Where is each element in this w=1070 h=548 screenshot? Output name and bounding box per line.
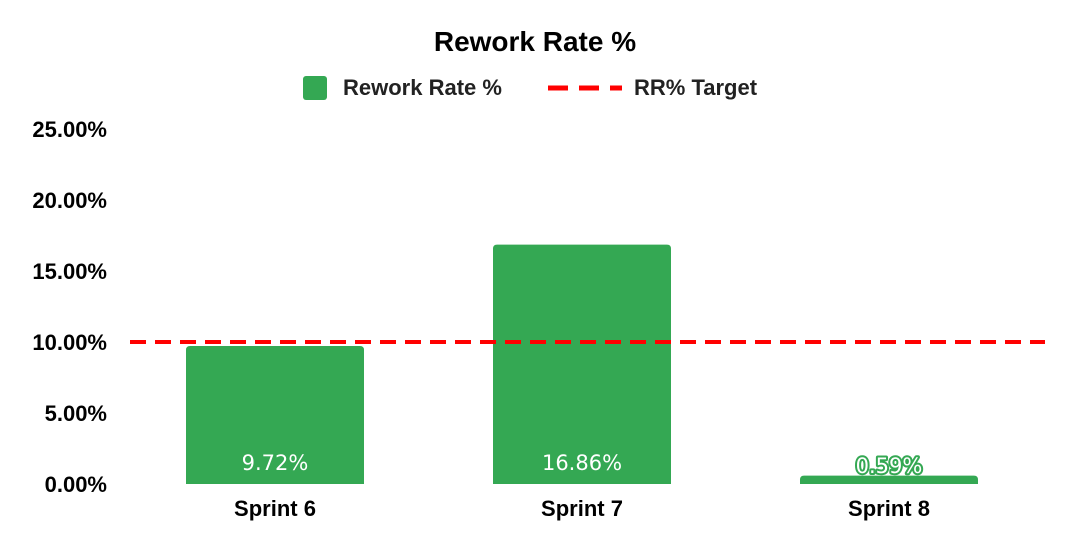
- data-label: 16.86%: [542, 451, 622, 475]
- y-tick-label: 0.00%: [45, 472, 107, 497]
- bars: 9.72% 16.86% 0.59%: [186, 244, 978, 484]
- bar-sprint-7: [493, 244, 671, 484]
- data-label: 9.72%: [242, 451, 309, 475]
- bar-sprint-8: [800, 475, 978, 484]
- y-tick-label: 10.00%: [32, 330, 107, 355]
- legend: Rework Rate % RR% Target: [303, 75, 758, 100]
- chart-title: Rework Rate %: [434, 26, 636, 57]
- x-tick-label: Sprint 6: [234, 496, 316, 521]
- y-tick-label: 5.00%: [45, 401, 107, 426]
- x-tick-label: Sprint 7: [541, 496, 623, 521]
- data-label: 0.59%: [856, 454, 923, 478]
- legend-swatch-rework-rate: [303, 76, 327, 100]
- x-axis: Sprint 6 Sprint 7 Sprint 8: [234, 496, 930, 521]
- legend-label-rework-rate: Rework Rate %: [343, 75, 502, 100]
- legend-label-target: RR% Target: [634, 75, 758, 100]
- y-axis: 0.00% 5.00% 10.00% 15.00% 20.00% 25.00%: [32, 117, 107, 497]
- bar-sprint-6: [186, 345, 364, 484]
- y-tick-label: 20.00%: [32, 188, 107, 213]
- x-tick-label: Sprint 8: [848, 496, 930, 521]
- y-tick-label: 25.00%: [32, 117, 107, 142]
- y-tick-label: 15.00%: [32, 259, 107, 284]
